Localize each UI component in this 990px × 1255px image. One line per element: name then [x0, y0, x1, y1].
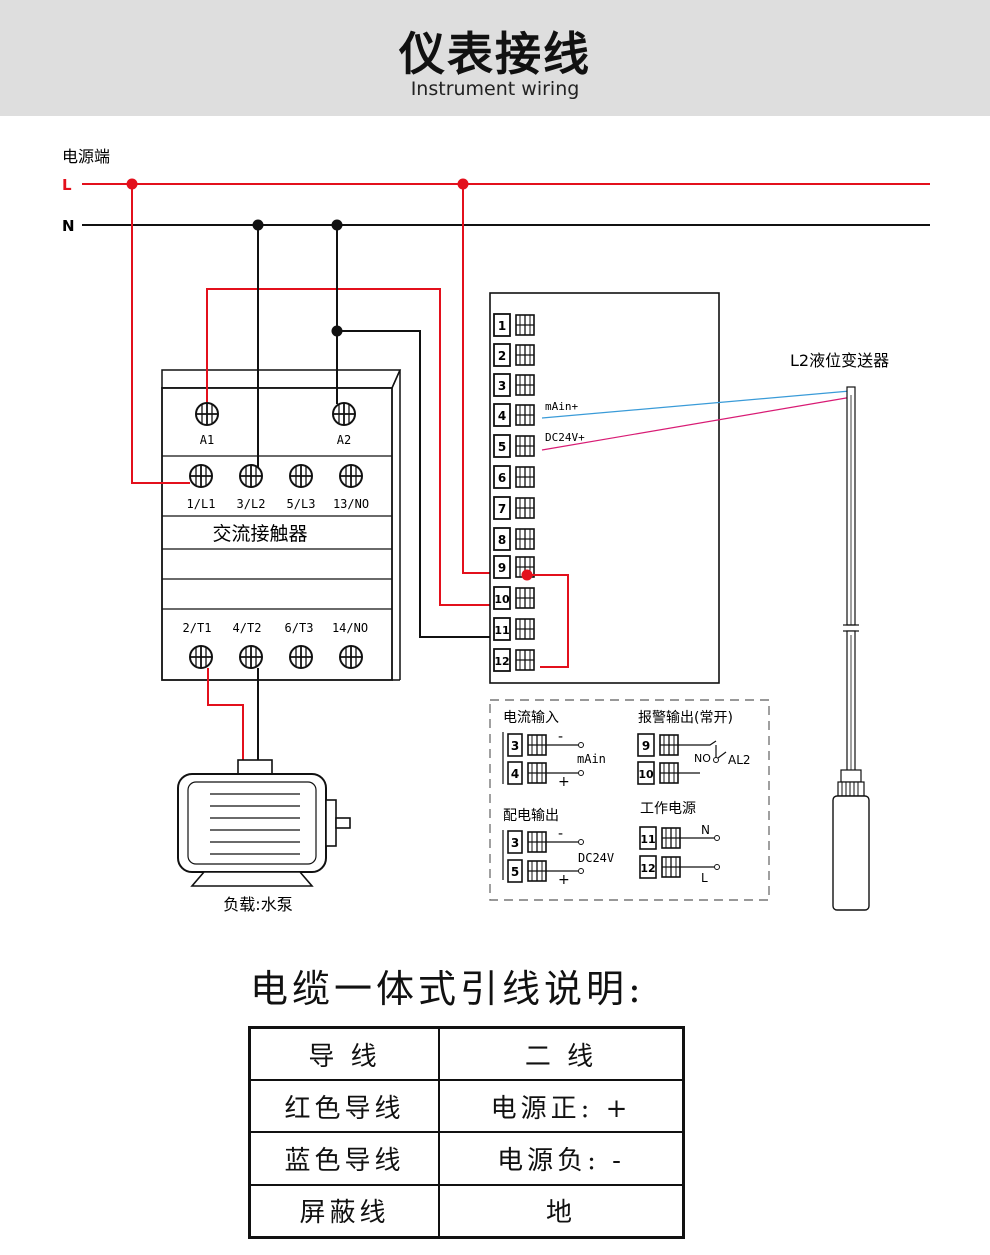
legend-al2: AL2: [728, 753, 751, 767]
wire-pink-signal: [541, 396, 853, 451]
terminal-label: 2/T1: [183, 621, 212, 635]
legend-title: 配电输出: [503, 808, 559, 824]
wiring-diagram: 电源端 L N 交流接触器 A1 A2 1/L1 3/L2 5/L3 13/NO…: [62, 147, 930, 914]
meter-terminal-number: 10: [494, 593, 510, 606]
legend-l: L: [701, 871, 708, 885]
legend-minus: -: [558, 729, 563, 745]
terminal-4-label: mAin+: [545, 400, 578, 413]
terminal-l2: [239, 464, 263, 488]
meter-terminal-number: 2: [498, 349, 506, 363]
terminal-label: 4/T2: [233, 621, 262, 635]
terminal-label: 1/L1: [187, 497, 216, 511]
legend-terminal: 4: [511, 767, 519, 781]
meter-terminal-block: [493, 313, 535, 672]
terminal-a2: [332, 402, 356, 426]
table-row: 红色导线 电源正: +: [248, 1079, 685, 1134]
table-cell: 红色导线: [248, 1079, 440, 1134]
meter-terminal-number: 3: [498, 379, 506, 393]
legend-no: NO: [694, 752, 711, 765]
wire-n-to-11: [337, 330, 496, 638]
table-header-row: 导 线 二 线: [248, 1026, 685, 1082]
page-title: 仪表接线: [399, 27, 591, 81]
page-subtitle: Instrument wiring: [410, 78, 580, 100]
table-cell: 屏蔽线: [248, 1183, 440, 1239]
header-band: 仪表接线 Instrument wiring: [0, 0, 990, 116]
terminal-label: 5/L3: [287, 497, 316, 511]
legend-title: 工作电源: [640, 801, 696, 817]
legend-terminal: 5: [511, 865, 519, 879]
terminal-5-label: DC24V+: [545, 431, 585, 444]
meter-terminal-number: 6: [498, 471, 506, 485]
meter-terminal-number: 7: [498, 502, 506, 516]
terminal-label: 3/L2: [237, 497, 266, 511]
legend-terminal: 10: [638, 768, 654, 781]
meter-terminal-number: 8: [498, 533, 506, 547]
legend-terminal: 3: [511, 836, 519, 850]
meter-terminal-number: 9: [498, 561, 506, 575]
wire-a1-to-10: [206, 288, 496, 606]
wire-l-to-9: [462, 184, 496, 574]
terminal-label: 13/NO: [333, 497, 369, 511]
meter-terminal-number: 11: [494, 624, 509, 637]
wire-t1-to-pump: [207, 668, 244, 760]
table-cell: 地: [438, 1183, 685, 1239]
legend-plus: +: [558, 872, 570, 888]
terminal-l3: [289, 464, 313, 488]
terminal-l1: [189, 464, 213, 488]
legend-box: [489, 699, 770, 901]
terminal-14no: [339, 645, 363, 669]
table-cell: 电源正: +: [438, 1079, 685, 1134]
meter-terminal-number: 1: [498, 319, 506, 333]
contactor-top-bevel: [161, 369, 402, 389]
legend-signal: DC24V: [578, 851, 614, 865]
wire-9-to-12: [527, 574, 569, 668]
terminal-label: 14/NO: [332, 621, 368, 635]
pump-motor-icon: [177, 759, 351, 887]
legend-terminal: 12: [640, 862, 655, 875]
terminal-a1: [195, 402, 219, 426]
meter-terminal-number: 12: [494, 655, 509, 668]
wire-l-to-l1: [131, 184, 190, 484]
contactor-name: 交流接触器: [212, 523, 307, 545]
legend-signal: mAin: [577, 752, 606, 766]
terminal-t2: [239, 645, 263, 669]
table-header-cell: 二 线: [438, 1026, 685, 1082]
cable-section-title: 电缆一体式引线说明:: [250, 967, 645, 1011]
legend-terminal: 11: [640, 833, 655, 846]
table-cell: 电源负: -: [438, 1131, 685, 1186]
terminal-label: 6/T3: [285, 621, 314, 635]
line-n-label: N: [62, 217, 75, 235]
terminal-t3: [289, 645, 313, 669]
line-l-label: L: [62, 176, 72, 194]
power-label: 电源端: [62, 147, 110, 166]
terminal-label: A1: [200, 433, 214, 447]
terminal-label: A2: [337, 433, 351, 447]
legend-n: N: [701, 823, 710, 837]
legend-plus: +: [558, 774, 570, 790]
terminal-13no: [339, 464, 363, 488]
legend-minus: -: [558, 826, 563, 842]
contactor-body: [161, 387, 393, 681]
cable-table: 导 线 二 线 红色导线 电源正: + 蓝色导线 电源负: - 屏蔽线 地: [248, 1026, 685, 1239]
terminal-t1: [189, 645, 213, 669]
level-transmitter-icon: [832, 386, 870, 911]
table-row: 屏蔽线 地: [248, 1183, 685, 1239]
wire-blue-signal: [541, 390, 851, 419]
table-cell: 蓝色导线: [248, 1131, 440, 1186]
legend-terminal: 9: [642, 739, 650, 753]
table-header-cell: 导 线: [248, 1026, 440, 1082]
meter-terminal-number: 5: [498, 440, 506, 454]
meter-terminal-number: 4: [498, 409, 506, 423]
legend-title: 电流输入: [503, 710, 559, 726]
load-label: 负载:水泵: [223, 895, 292, 914]
transmitter-label: L2液位变送器: [790, 351, 889, 370]
legend-terminal: 3: [511, 739, 519, 753]
legend-title: 报警输出(常开): [638, 710, 733, 726]
table-row: 蓝色导线 电源负: -: [248, 1131, 685, 1186]
